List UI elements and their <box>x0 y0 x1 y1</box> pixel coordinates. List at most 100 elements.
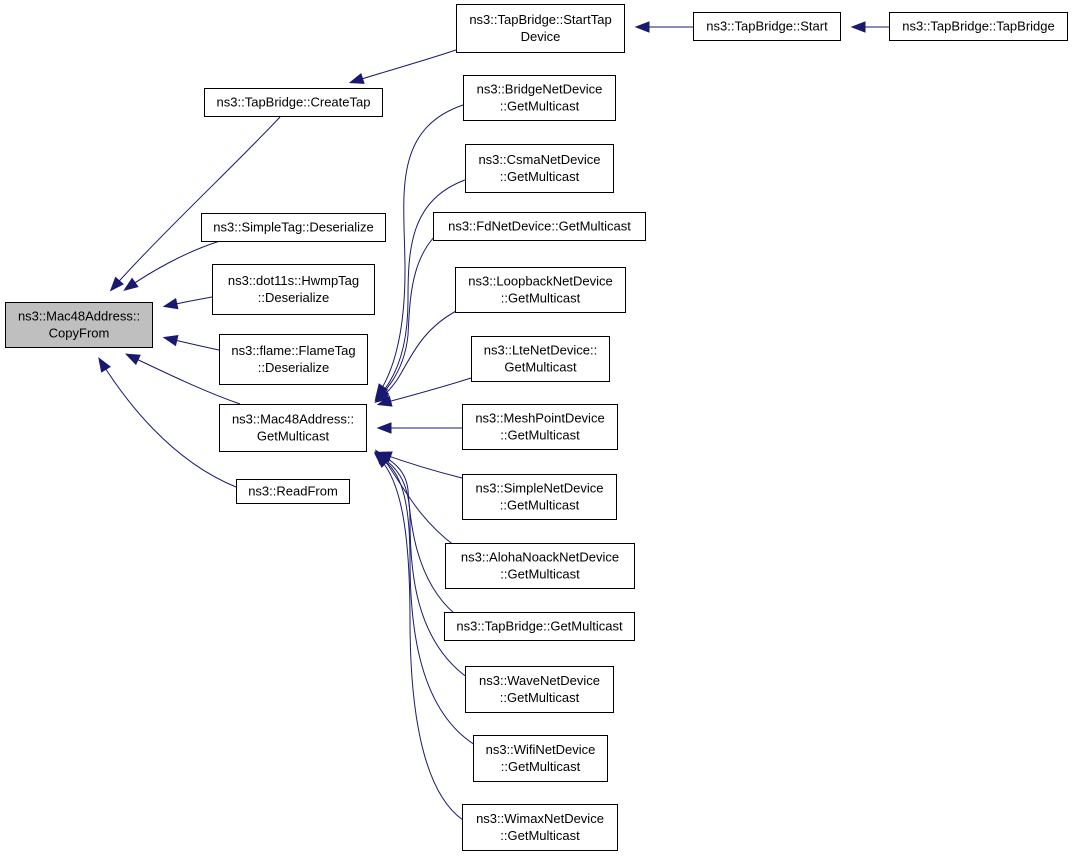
node-label: ::GetMulticast <box>500 99 580 114</box>
node-label: ns3::TapBridge::CreateTap <box>217 95 371 110</box>
node-label: ::GetMulticast <box>501 291 581 306</box>
edge-tapgetmc-to-macgetmc <box>373 451 456 615</box>
graph-edges <box>98 21 889 821</box>
edge-line <box>376 453 469 679</box>
node-label: ns3::Mac48Address:: <box>232 412 354 427</box>
node-label: ::GetMulticast <box>500 498 580 513</box>
node-label: GetMulticast <box>504 360 577 375</box>
node-label: ns3::SimpleTag::Deserialize <box>213 220 373 235</box>
node-label: ::Deserialize <box>258 290 330 305</box>
node-box <box>455 267 626 313</box>
node-label: ns3::TapBridge::GetMulticast <box>456 619 623 634</box>
edge-line <box>127 354 241 405</box>
edge-line <box>351 49 457 83</box>
node-macgetmc[interactable]: ns3::Mac48Address::GetMulticast <box>219 404 367 452</box>
edge-wifi-to-macgetmc <box>374 453 476 746</box>
node-label: ns3::AlohaNoackNetDevice <box>461 550 619 565</box>
node-start[interactable]: ns3::TapBridge::Start <box>693 12 841 41</box>
node-label: ::GetMulticast <box>501 759 581 774</box>
node-label: ns3::LoopbackNetDevice <box>468 274 613 289</box>
node-hwmptag[interactable]: ns3::dot11s::HwmpTag::Deserialize <box>212 264 375 315</box>
edge-line <box>376 179 466 399</box>
node-wimax[interactable]: ns3::WimaxNetDevice::GetMulticast <box>462 804 618 851</box>
edge-line <box>376 454 476 746</box>
edge-bridge-to-macgetmc <box>375 104 464 399</box>
edge-line <box>99 359 237 488</box>
node-label: ns3::FdNetDevice::GetMulticast <box>448 219 631 234</box>
node-box <box>219 404 367 452</box>
node-label: ns3::WifiNetDevice <box>486 742 596 757</box>
edge-lte-to-macgetmc <box>376 377 472 407</box>
node-loopback[interactable]: ns3::LoopbackNetDevice::GetMulticast <box>455 267 626 313</box>
node-box <box>465 666 614 713</box>
node-label: ns3::Mac48Address:: <box>18 309 140 324</box>
node-box <box>456 4 625 53</box>
node-label: ::GetMulticast <box>500 567 580 582</box>
node-label: ns3::MeshPointDevice <box>475 411 604 426</box>
node-label: ns3::SimpleNetDevice <box>476 481 604 496</box>
arrow-head-icon <box>348 73 365 84</box>
node-label: ns3::TapBridge::Start <box>706 19 828 34</box>
node-tapbridge[interactable]: ns3::TapBridge::TapBridge <box>889 12 1068 41</box>
node-tapgetmc[interactable]: ns3::TapBridge::GetMulticast <box>444 612 635 641</box>
node-box <box>444 612 635 641</box>
edge-wimax-to-macgetmc <box>374 453 464 821</box>
node-wifi[interactable]: ns3::WifiNetDevice::GetMulticast <box>473 735 608 782</box>
node-csma[interactable]: ns3::CsmaNetDevice::GetMulticast <box>465 144 614 193</box>
edge-createtap-to-copyfrom <box>109 116 281 292</box>
node-box <box>471 336 610 382</box>
arrow-head-icon <box>162 297 179 310</box>
node-simplenet[interactable]: ns3::SimpleNetDevice::GetMulticast <box>462 474 617 520</box>
node-lte[interactable]: ns3::LteNetDevice::GetMulticast <box>471 336 610 382</box>
node-box <box>473 735 608 782</box>
edge-line <box>111 116 281 290</box>
edge-meshpoint-to-macgetmc <box>376 422 462 434</box>
node-bridge[interactable]: ns3::BridgeNetDevice::GetMulticast <box>463 75 616 121</box>
node-label: ns3::WimaxNetDevice <box>476 811 604 826</box>
node-box <box>463 75 616 121</box>
edge-fd-to-macgetmc <box>374 224 449 402</box>
node-readfrom[interactable]: ns3::ReadFrom <box>236 479 350 504</box>
node-box <box>212 264 375 315</box>
edge-start-to-starttap <box>634 21 693 33</box>
node-label: ns3::flame::FlameTag <box>231 343 355 358</box>
edge-hwmptag-to-copyfrom <box>162 296 213 310</box>
edge-line <box>376 455 464 821</box>
node-flametag[interactable]: ns3::flame::FlameTag::Deserialize <box>219 334 368 385</box>
node-meshpoint[interactable]: ns3::MeshPointDevice::GetMulticast <box>462 404 618 450</box>
node-label: ns3::TapBridge::TapBridge <box>902 19 1054 34</box>
node-box <box>445 543 635 589</box>
edge-line <box>379 377 472 405</box>
edge-line <box>376 309 459 402</box>
node-wave[interactable]: ns3::WaveNetDevice::GetMulticast <box>465 666 614 713</box>
edge-simpletag-to-copyfrom <box>123 240 221 291</box>
arrow-head-icon <box>162 335 179 347</box>
node-label: ns3::ReadFrom <box>248 484 338 499</box>
node-box <box>236 479 350 504</box>
arrow-head-icon <box>98 357 111 373</box>
node-label: Device <box>521 29 561 44</box>
node-box <box>462 404 618 450</box>
node-box <box>889 12 1068 41</box>
node-label: ns3::BridgeNetDevice <box>477 82 603 97</box>
arrow-head-icon <box>374 453 390 468</box>
node-box <box>462 474 617 520</box>
node-simpletag[interactable]: ns3::SimpleTag::Deserialize <box>201 213 386 242</box>
node-aloha[interactable]: ns3::AlohaNoackNetDevice::GetMulticast <box>445 543 635 589</box>
node-label: ::GetMulticast <box>500 428 580 443</box>
edge-flametag-to-copyfrom <box>162 335 220 351</box>
node-box <box>5 302 153 348</box>
node-createtap[interactable]: ns3::TapBridge::CreateTap <box>204 88 383 117</box>
node-fd[interactable]: ns3::FdNetDevice::GetMulticast <box>433 212 646 241</box>
edge-line <box>376 224 449 400</box>
edge-tapbridge-to-start <box>850 21 889 33</box>
node-box <box>201 213 386 242</box>
arrow-head-icon <box>376 422 392 434</box>
edge-starttap-to-createtap <box>348 49 457 84</box>
edge-line <box>376 104 464 397</box>
arrow-head-icon <box>850 21 866 33</box>
node-label: ns3::TapBridge::StartTap <box>469 12 611 27</box>
node-label: ::GetMulticast <box>500 690 580 705</box>
